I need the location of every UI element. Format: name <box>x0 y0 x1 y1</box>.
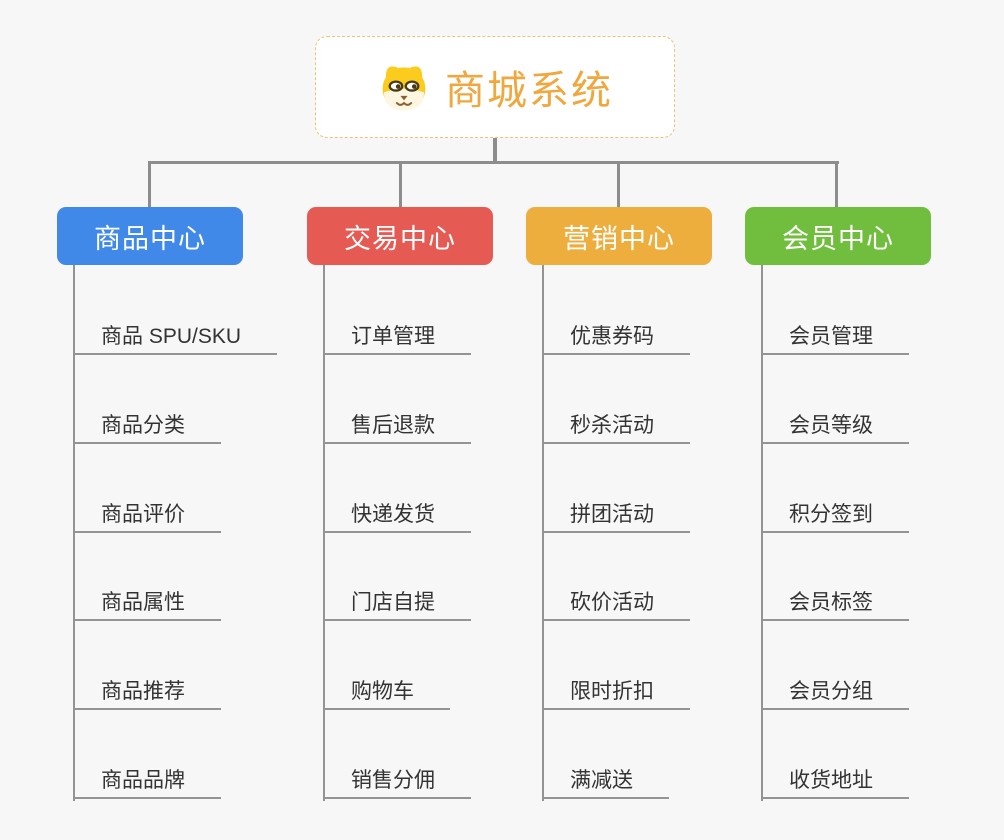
branch-node-marketing[interactable]: 营销中心 <box>526 207 712 265</box>
connector-root-stem <box>493 138 497 164</box>
branch-trunk-line <box>761 265 763 801</box>
branch-column-members: 会员中心 会员管理 会员等级 积分签到 会员标签 会员分组 收货地址 <box>745 207 985 801</box>
leaf-node[interactable]: 商品分类 <box>73 406 221 444</box>
leaf-node[interactable]: 销售分佣 <box>323 761 471 799</box>
branch-column-marketing: 营销中心 优惠券码 秒杀活动 拼团活动 砍价活动 限时折扣 满减送 <box>526 207 766 801</box>
leaf-node[interactable]: 积分签到 <box>761 495 909 533</box>
connector-drop-branch-2 <box>399 163 402 207</box>
root-node-label: 商城系统 <box>445 69 613 113</box>
branch-node-products[interactable]: 商品中心 <box>57 207 243 265</box>
leaf-node[interactable]: 快递发货 <box>323 495 471 533</box>
leaf-node[interactable]: 商品品牌 <box>73 761 221 799</box>
leaf-node[interactable]: 商品 SPU/SKU <box>73 317 278 355</box>
connector-drop-branch-3 <box>617 163 620 207</box>
leaf-node[interactable]: 优惠券码 <box>542 317 690 355</box>
leaf-node[interactable]: 限时折扣 <box>542 672 690 710</box>
leaf-node[interactable]: 商品属性 <box>73 583 221 621</box>
leaf-node[interactable]: 会员分组 <box>761 672 909 710</box>
leaf-node[interactable]: 购物车 <box>323 672 450 710</box>
leaf-node[interactable]: 收货地址 <box>761 761 909 799</box>
branch-trunk-line <box>542 265 544 801</box>
leaf-node[interactable]: 会员标签 <box>761 583 909 621</box>
branch-node-trade[interactable]: 交易中心 <box>307 207 493 265</box>
branch-column-products: 商品中心 商品 SPU/SKU 商品分类 商品评价 商品属性 商品推荐 商品品牌 <box>57 207 297 801</box>
leaf-node[interactable]: 满减送 <box>542 761 669 799</box>
leaf-node[interactable]: 拼团活动 <box>542 495 690 533</box>
connector-drop-branch-4 <box>835 163 838 207</box>
dog-face-icon <box>382 66 426 111</box>
leaf-node[interactable]: 会员管理 <box>761 317 909 355</box>
leaf-node[interactable]: 砍价活动 <box>542 583 690 621</box>
mindmap-root-node[interactable]: 商城系统 <box>315 36 675 138</box>
leaf-node[interactable]: 售后退款 <box>323 406 471 444</box>
branch-trunk-line <box>73 265 75 801</box>
leaf-node[interactable]: 商品评价 <box>73 495 221 533</box>
connector-drop-branch-1 <box>148 163 151 207</box>
leaf-node[interactable]: 商品推荐 <box>73 672 221 710</box>
connector-bus <box>148 161 839 164</box>
leaf-node[interactable]: 门店自提 <box>323 583 471 621</box>
leaf-node[interactable]: 订单管理 <box>323 317 471 355</box>
leaf-node[interactable]: 会员等级 <box>761 406 909 444</box>
branch-column-trade: 交易中心 订单管理 售后退款 快递发货 门店自提 购物车 销售分佣 <box>307 207 547 801</box>
branch-node-members[interactable]: 会员中心 <box>745 207 931 265</box>
branch-trunk-line <box>323 265 325 801</box>
leaf-node[interactable]: 秒杀活动 <box>542 406 690 444</box>
